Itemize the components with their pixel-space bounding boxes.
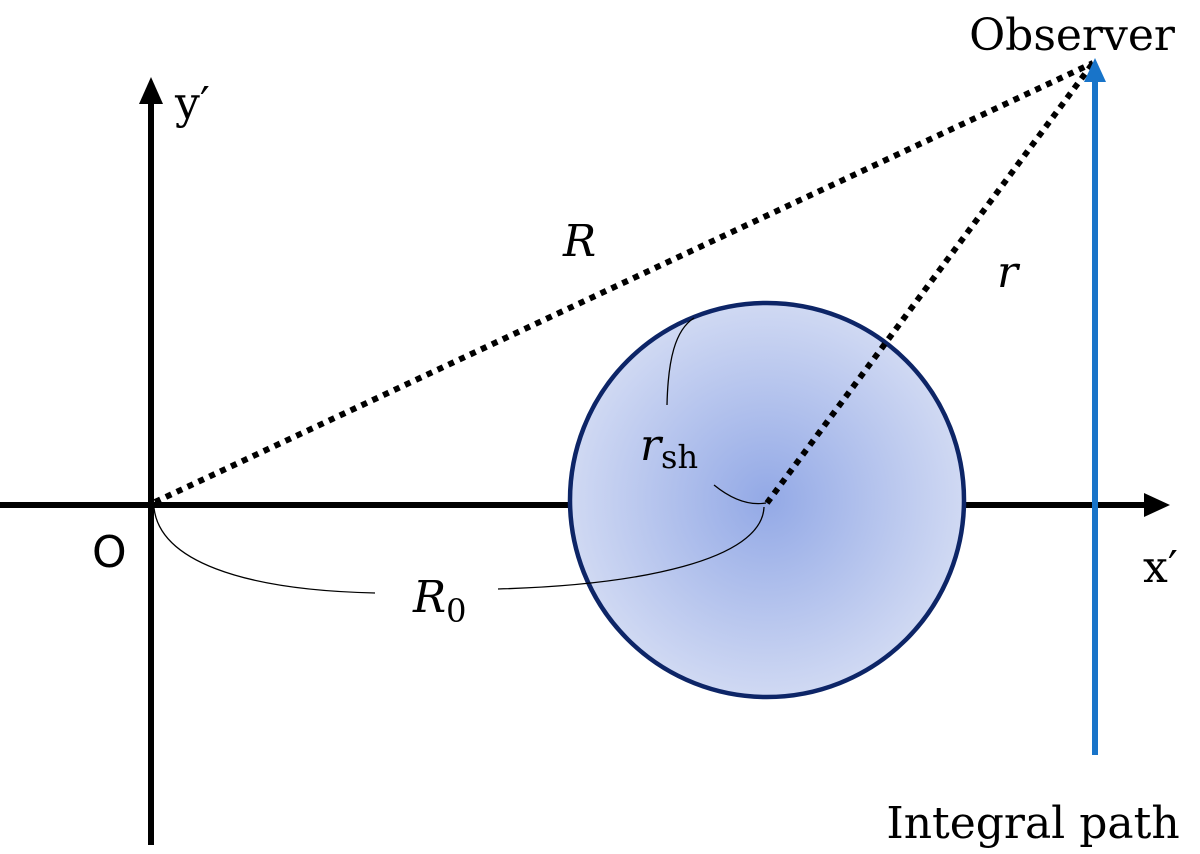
R-label: R	[562, 216, 596, 267]
x-axis-arrowhead	[1144, 493, 1170, 517]
R0-annotation-left	[153, 507, 376, 594]
integral-path-label: Integral path	[886, 798, 1179, 849]
R0-label: R0	[412, 572, 467, 630]
y-axis-arrowhead	[139, 77, 163, 104]
R0-subscript: 0	[446, 592, 466, 630]
r-sh-main: r	[640, 420, 664, 471]
x-axis-label: x′	[1143, 542, 1178, 593]
R0-annotation-right	[497, 506, 765, 590]
rsh-annotation-top	[666, 317, 695, 406]
r-sh-subscript: sh	[661, 438, 698, 476]
y-axis-label: y′	[174, 78, 210, 129]
r-label: r	[997, 247, 1021, 298]
observer-label: Observer	[969, 10, 1176, 61]
line-r	[764, 61, 1096, 505]
rsh-annotation-bottom	[713, 484, 767, 505]
line-R	[153, 60, 1095, 505]
origin-label: O	[92, 527, 127, 578]
R0-main: R	[412, 572, 446, 623]
integral-path-arrowhead	[1084, 58, 1106, 82]
r-sh-label: rsh	[640, 420, 698, 476]
